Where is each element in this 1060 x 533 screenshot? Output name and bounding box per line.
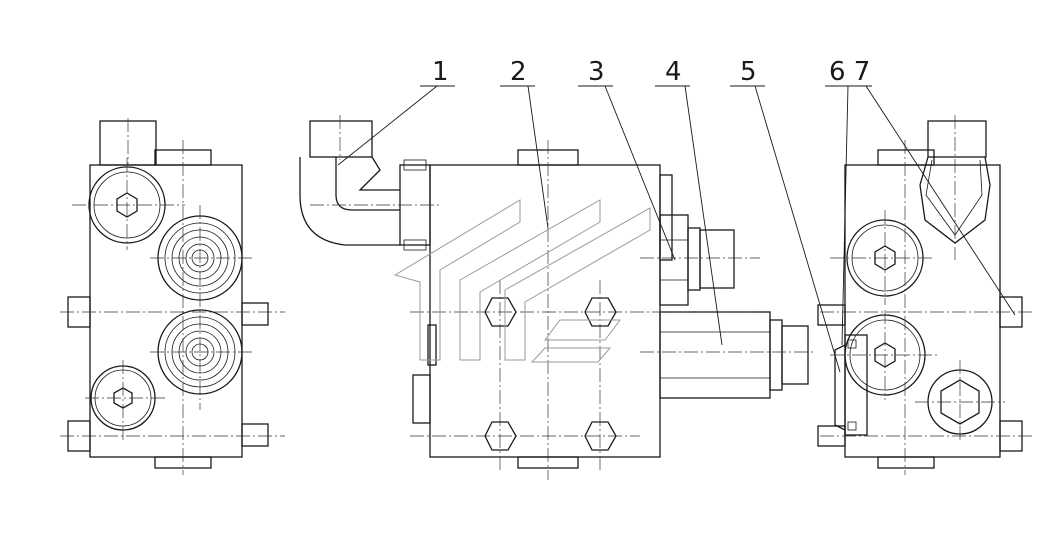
right-view [817,115,1035,475]
svg-text:1: 1 [432,57,449,87]
hex-nut-fitting [659,214,735,306]
svg-text:2: 2 [510,57,527,87]
elbow-fitting [299,120,431,251]
callout-1: 1 [337,57,455,166]
svg-text:5: 5 [740,57,757,87]
svg-text:3: 3 [588,57,605,87]
left-view [60,118,285,475]
callout-4: 4 [655,57,723,346]
callout-3: 3 [578,57,676,261]
callout-6-7: 6 7 [825,57,1016,346]
watermark-logo [393,199,651,363]
callout-5: 5 [730,57,841,373]
check-valve-detail [834,334,868,436]
middle-view [299,115,815,480]
pressure-valve-cartridge [659,311,809,399]
svg-text:6 7: 6 7 [829,57,870,87]
svg-text:4: 4 [665,57,682,87]
callout-2: 2 [500,57,549,229]
